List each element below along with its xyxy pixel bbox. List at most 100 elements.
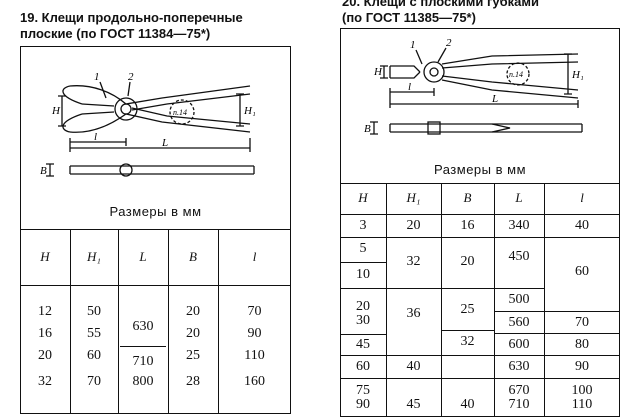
left-col-divider-2 (118, 229, 119, 414)
right-row-rule-7 (340, 378, 620, 379)
left-pliers-drawing: 1 2 H H₁ l L B п.14 (40, 71, 256, 177)
right-fig-label-l: l (408, 81, 411, 93)
left-header-L: L (139, 249, 147, 264)
right-cell-H-6: 60 (356, 359, 370, 374)
right-header-l: l (580, 190, 584, 205)
right-cell-B-5: 40 (460, 397, 475, 412)
left-fig-label-l: l (94, 131, 97, 143)
right-fig-callout-1: 1 (410, 39, 416, 51)
right-row-rule-1 (340, 237, 620, 238)
left-caption: Размеры в мм (109, 204, 202, 219)
left-cell-H-3: 20 (38, 348, 52, 363)
right-cell-L-7: 670 710 (508, 383, 530, 412)
right-col-divider-3 (494, 183, 495, 417)
left-cell-H1-3: 60 (87, 348, 101, 363)
right-title-line1: 20. Клещи с плоскими губками (342, 0, 540, 9)
left-cell-H-4: 32 (38, 374, 52, 389)
right-cell-H-2: 5 (359, 241, 367, 256)
left-cell-H1-2: 55 (87, 326, 101, 341)
right-row-rule-5-Ll (494, 333, 620, 334)
left-fig-label-H: H (51, 105, 61, 117)
right-cell-H1-2: 32 (406, 254, 421, 269)
left-cell-B-3: 25 (186, 348, 200, 363)
right-fig-label-B: B (364, 123, 371, 135)
left-fig-label-L: L (161, 137, 168, 149)
left-cell-B-1: 20 (186, 304, 200, 319)
right-cell-H-4: 20 30 (356, 299, 370, 328)
left-cell-B-4: 28 (186, 374, 200, 389)
right-fig-callout-2: 2 (446, 37, 452, 49)
right-cell-H-1: 3 (359, 218, 367, 233)
right-fig-label-H: H (373, 66, 383, 78)
right-cell-B-1: 16 (460, 218, 475, 233)
right-table-frame (340, 28, 620, 417)
left-col-divider-3 (168, 229, 169, 414)
left-cell-L-1: 630 (132, 319, 154, 334)
right-cell-L-2: 450 (508, 249, 530, 264)
left-cell-l-3: 110 (244, 348, 265, 363)
right-cell-B-4: 32 (460, 334, 475, 349)
right-col-divider-1 (386, 183, 387, 417)
right-cell-B-3: 25 (460, 302, 475, 317)
right-cell-L-4: 560 (508, 315, 530, 330)
left-header-H: H (40, 249, 50, 264)
left-fig-label-H1: H₁ (243, 105, 256, 117)
left-title-line2: плоские (по ГОСТ 11384—75*) (20, 26, 211, 41)
left-header-rule (20, 285, 291, 286)
right-cell-H-5: 45 (356, 337, 370, 352)
right-row-rule-3 (340, 288, 544, 289)
left-cell-H-1: 12 (38, 304, 52, 319)
right-cell-L-6: 630 (508, 359, 530, 374)
right-cell-B-2: 20 (460, 254, 475, 269)
right-cell-L-3: 500 (508, 292, 530, 307)
right-pliers-drawing: 1 2 H H₁ l L B п.14 (364, 37, 584, 135)
left-cell-B-2: 20 (186, 326, 200, 341)
right-header-B: B (463, 190, 472, 205)
left-fig-callout-2: 2 (128, 71, 134, 83)
right-row-rule-5-B (441, 330, 494, 331)
right-caption: Размеры в мм (433, 162, 527, 177)
right-cell-H1-1: 20 (406, 218, 421, 233)
right-cell-l-1: 40 (575, 218, 589, 233)
right-header-L: L (515, 190, 523, 205)
right-row-rule-6 (340, 355, 620, 356)
right-cell-H1-3: 36 (406, 306, 421, 321)
right-cell-H-3: 10 (356, 267, 370, 282)
right-cell-L-5: 600 (508, 337, 530, 352)
left-table-frame (20, 46, 291, 414)
right-fig-label-detail: п.14 (509, 70, 523, 79)
left-fig-label-detail: п.14 (173, 108, 187, 117)
right-cell-l-2: 60 (575, 264, 589, 279)
left-header-H1: H₁ (87, 249, 101, 264)
right-col-divider-2 (441, 183, 442, 417)
left-cell-l-4: 160 (244, 374, 265, 389)
right-header-H: H (358, 190, 368, 205)
right-cell-l-3: 70 (575, 315, 589, 330)
left-cell-l-2: 90 (247, 326, 262, 341)
left-cell-L-3: 800 (132, 374, 154, 389)
right-cell-L-1: 340 (508, 218, 530, 233)
right-cell-H1-4: 40 (406, 359, 421, 374)
right-header-rule (340, 214, 620, 215)
left-cell-H1-1: 50 (87, 304, 101, 319)
right-cell-l-6: 100 110 (571, 383, 593, 412)
right-table-top-rule (340, 183, 620, 184)
left-cell-l-1: 70 (247, 304, 262, 319)
right-cell-H1-5: 45 (406, 397, 421, 412)
left-cell-H1-4: 70 (87, 374, 101, 389)
right-row-rule-4 (494, 311, 620, 312)
left-cell-H-2: 16 (38, 326, 52, 341)
right-fig-label-L: L (491, 93, 498, 105)
left-header-B: B (189, 249, 197, 264)
left-fig-label-B: B (40, 165, 47, 177)
left-col-divider-4 (218, 229, 219, 414)
left-title-line1: 19. Клещи продольно-поперечные (20, 10, 243, 25)
right-cell-l-4: 80 (575, 337, 589, 352)
right-cell-H-7: 75 90 (356, 383, 370, 412)
left-col-divider-1 (70, 229, 71, 414)
right-row-rule-5-H (340, 334, 386, 335)
left-header-l: l (252, 249, 257, 264)
right-col-divider-4 (544, 183, 545, 417)
left-cell-L-2: 710 (132, 354, 154, 369)
left-L-merge-rule (120, 346, 166, 347)
